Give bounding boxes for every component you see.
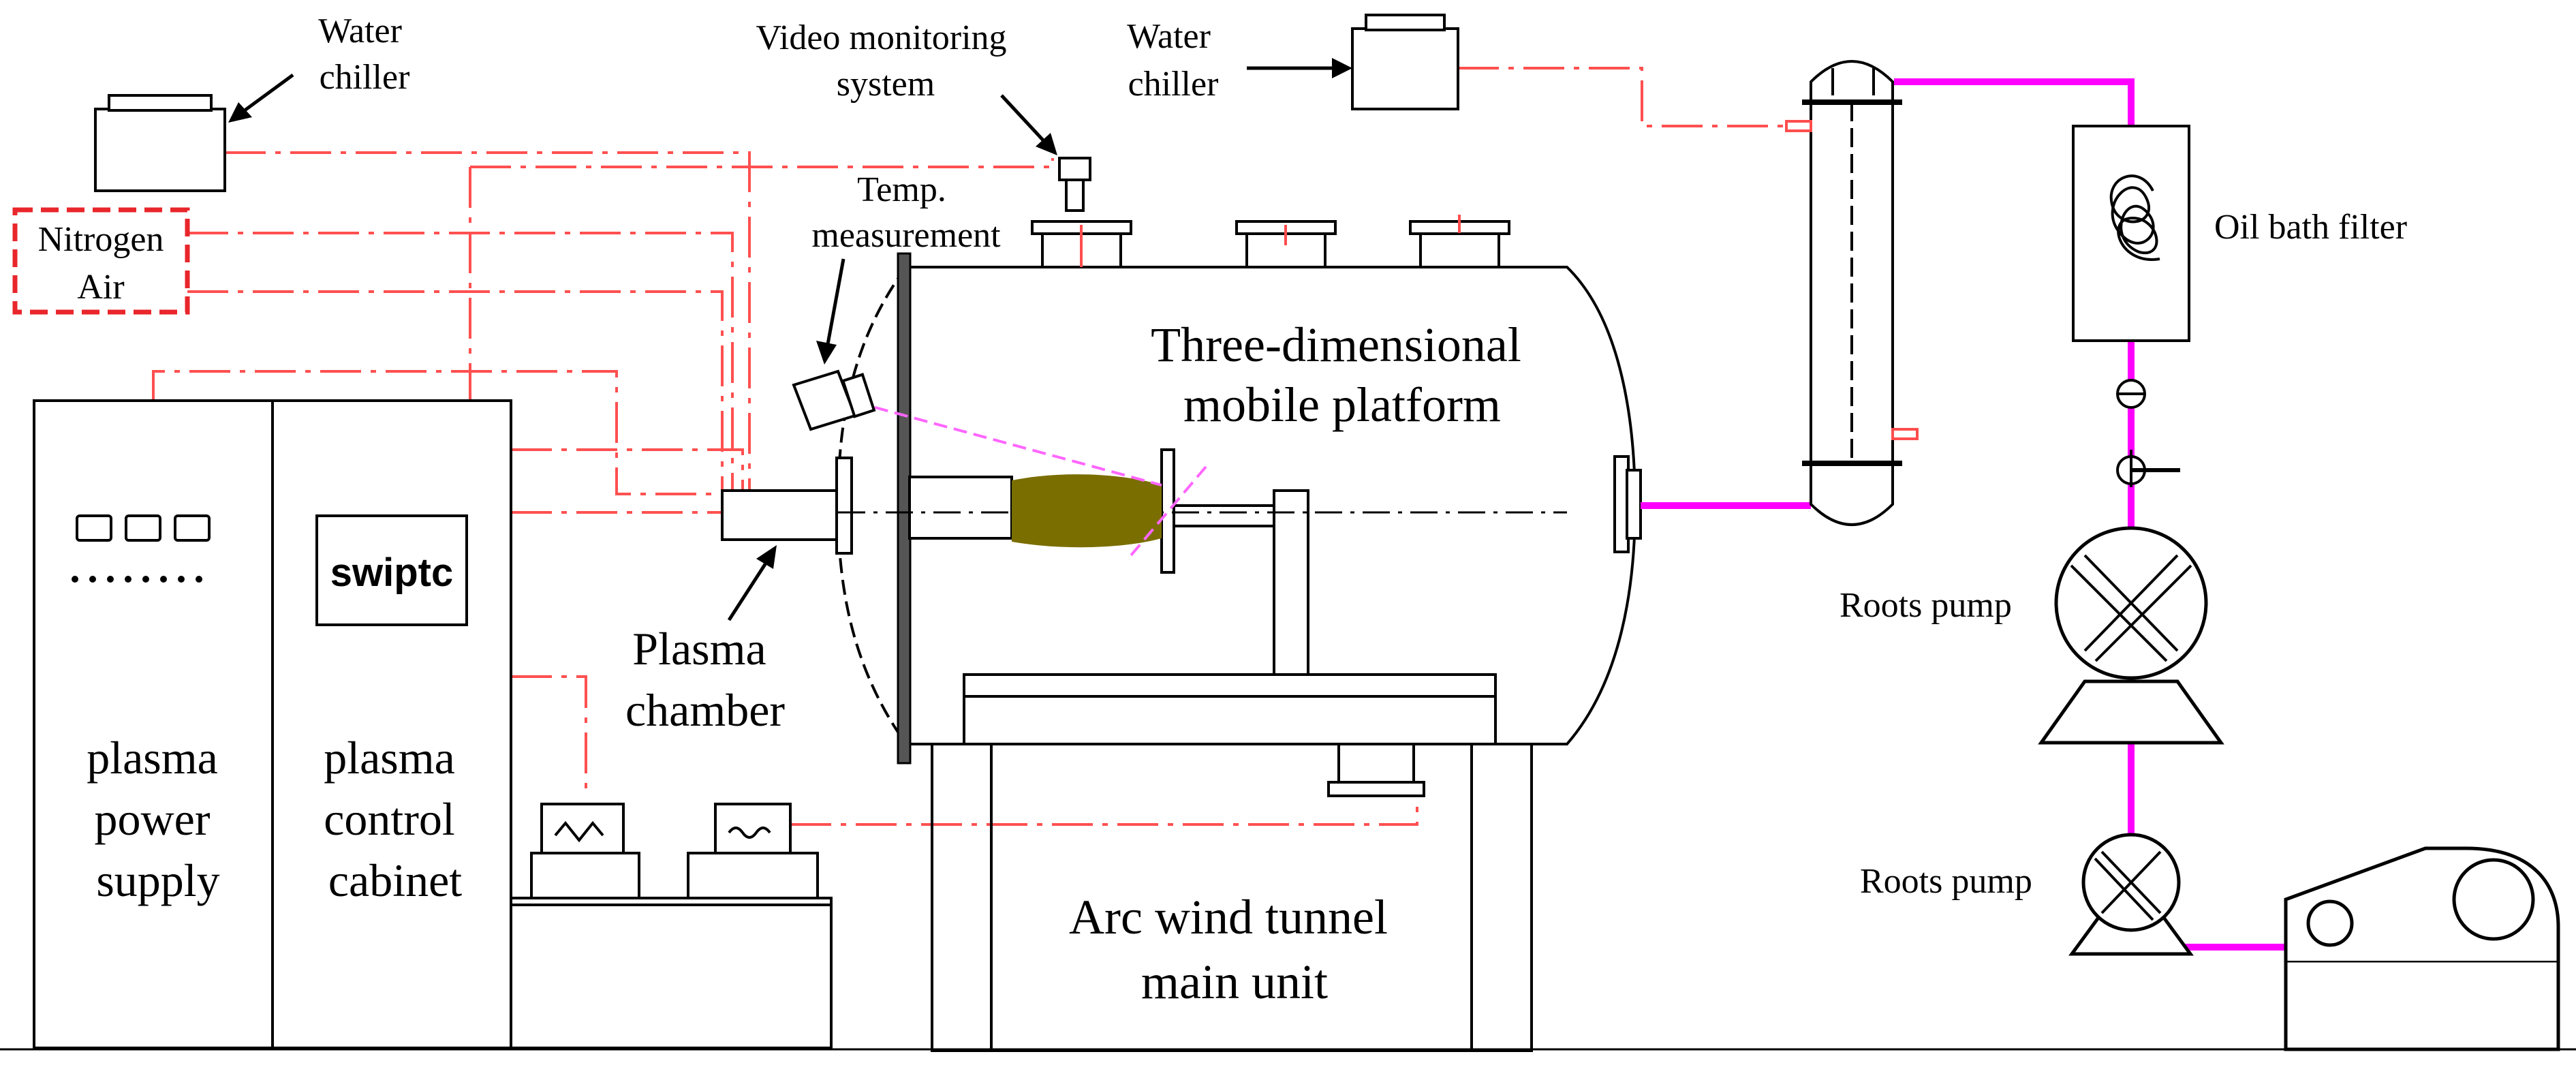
video-monitoring-label: Video monitoring system xyxy=(756,18,1015,104)
water-chiller-right-label: Water chiller xyxy=(1127,17,1220,104)
roots-pump-2 xyxy=(2068,833,2194,956)
power-supply-dots xyxy=(72,576,202,583)
chiller-line xyxy=(225,151,751,491)
temp-measurement-arrow xyxy=(816,258,845,365)
pyrometer-sightline xyxy=(854,401,1207,557)
oil-bath-filter-label: Oil bath filter xyxy=(2214,208,2407,247)
instrument-line xyxy=(511,675,587,790)
three-dimensional-label: Three-dimensional mobile platform xyxy=(1151,318,1534,432)
power-supply-indicators xyxy=(76,514,211,542)
gas-supply-box xyxy=(12,207,190,315)
valve-1 xyxy=(2116,379,2146,409)
water-chiller-left xyxy=(94,94,226,192)
plasma-power-supply xyxy=(33,399,274,1049)
power-supply-line xyxy=(152,370,722,495)
oscilloscope-1 xyxy=(530,803,640,899)
water-chiller-right-arrow xyxy=(1247,58,1352,78)
condenser-column xyxy=(1802,60,1902,526)
nitrogen-label: Nitrogen xyxy=(38,220,164,259)
signal-lines xyxy=(152,67,1799,826)
pyrometer xyxy=(792,369,876,431)
work-table xyxy=(963,673,1497,745)
plasma-jet xyxy=(1012,474,1162,548)
plasma-control-cabinet xyxy=(271,399,512,1049)
video-camera xyxy=(1058,157,1091,212)
plasma-chamber-label: Plasma chamber xyxy=(625,623,785,736)
roots-pump-1 xyxy=(2038,526,2224,745)
instrument-bench xyxy=(510,897,833,1049)
valve-2 xyxy=(2116,450,2180,487)
air-label: Air xyxy=(77,268,124,307)
video-monitoring-arrow xyxy=(1000,94,1057,155)
roots-pump-2-label: Roots pump xyxy=(1860,862,2032,901)
nitrogen-line xyxy=(187,232,734,491)
swiptc-logo: swiptc xyxy=(330,551,454,595)
mobile-platform xyxy=(1160,448,1309,676)
plasma-control-cabinet-label: plasma control cabinet xyxy=(324,732,467,906)
top-port-markers xyxy=(1080,215,1461,267)
condenser-fittings xyxy=(1785,120,1919,440)
top-ports xyxy=(1031,220,1510,268)
chiller-return-line xyxy=(470,158,1054,168)
water-chiller-right xyxy=(1351,14,1459,110)
oscilloscope-2 xyxy=(687,803,819,899)
arc-wind-tunnel-label: Arc wind tunnel main unit xyxy=(1069,890,1400,1009)
side-port xyxy=(1613,455,1642,553)
plasma-chamber-arrow xyxy=(727,545,777,621)
plasma-torch xyxy=(721,457,1013,555)
water-chiller-left-label: Water chiller xyxy=(318,12,411,97)
plasma-power-supply-label: plasma power supply xyxy=(87,732,230,906)
roots-pump-1-label: Roots pump xyxy=(1840,586,2012,625)
air-line xyxy=(187,290,724,491)
swiptc-panel xyxy=(315,514,468,626)
right-chiller-line xyxy=(1458,67,1799,127)
oil-bath-filter xyxy=(2072,125,2190,342)
monitor-line xyxy=(790,784,1418,826)
water-chiller-left-arrow xyxy=(228,73,294,123)
bottom-port xyxy=(1327,743,1425,797)
control-cabinet-line xyxy=(511,448,744,491)
temp-measurement-label: Temp. measurement xyxy=(811,170,1001,255)
backing-pump xyxy=(2284,846,2560,1051)
